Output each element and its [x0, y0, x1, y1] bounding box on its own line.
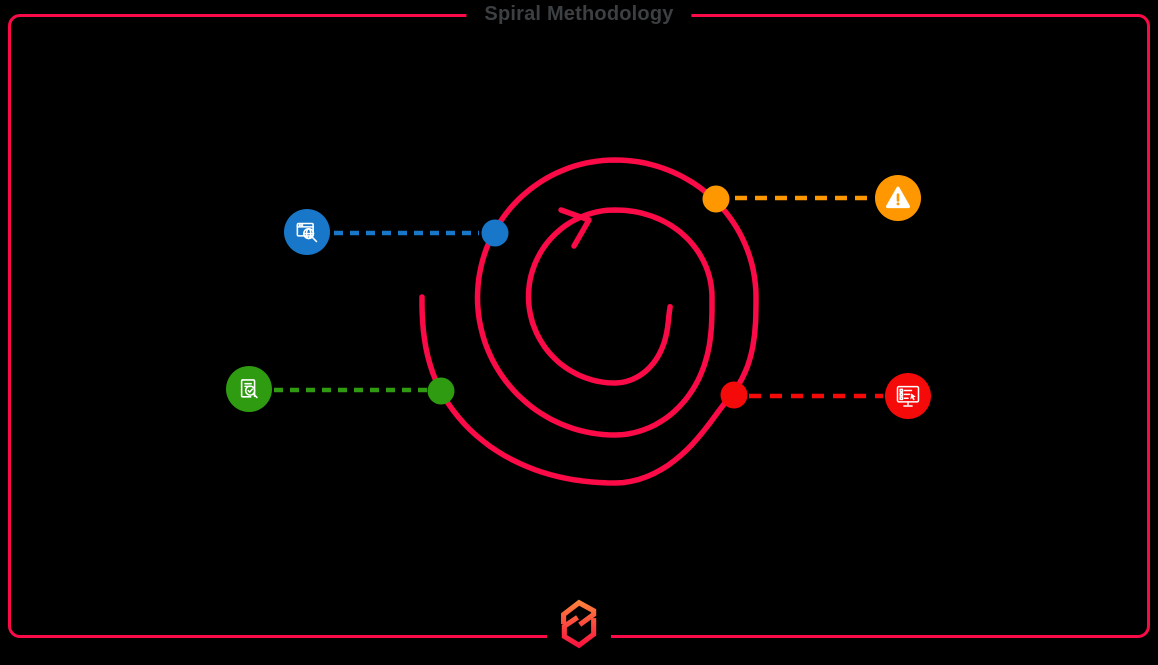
phase-dot-risk	[702, 185, 730, 213]
spiral-path	[419, 157, 759, 486]
browser-search-icon	[296, 222, 317, 242]
phase-dot-development	[720, 381, 748, 409]
clockwise-arrow-icon	[558, 207, 592, 249]
development-test-node	[885, 373, 931, 419]
monitor-code-icon	[896, 385, 920, 407]
document-check-search-icon	[240, 378, 258, 398]
warning-triangle-icon	[886, 186, 910, 209]
brand-cube-logo	[547, 598, 611, 650]
phase-dot-planning	[481, 219, 509, 247]
risk-analysis-node	[875, 175, 921, 221]
planning-analysis-node	[284, 209, 330, 255]
page-title: Spiral Methodology	[466, 3, 692, 25]
evaluation-review-node	[226, 366, 272, 412]
phase-dot-evaluation	[427, 377, 455, 405]
